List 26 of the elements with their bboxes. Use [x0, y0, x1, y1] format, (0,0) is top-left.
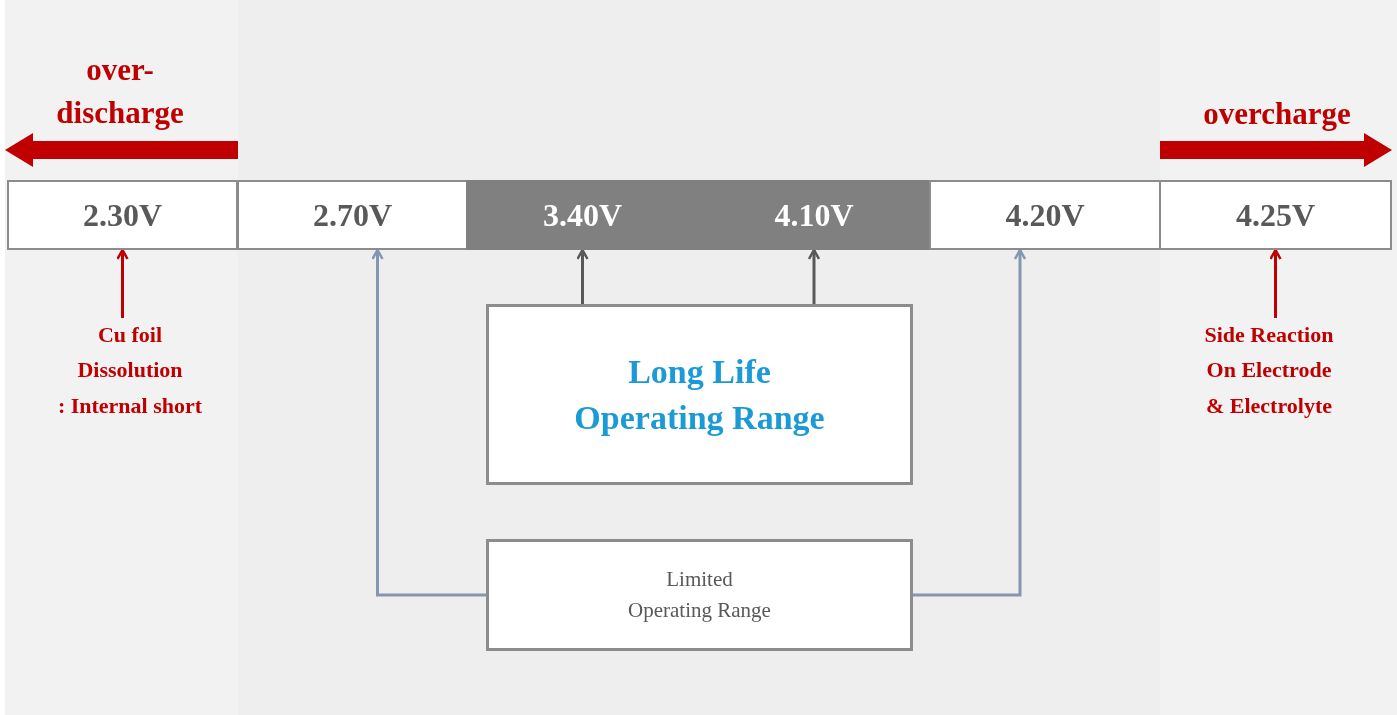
arrow: [576, 248, 589, 304]
voltage-cell: [7, 180, 238, 250]
voltage-cell: [237, 180, 468, 250]
range-heading: over- discharge: [55, 51, 185, 133]
arrow: [116, 248, 129, 318]
range-heading: overcharge: [1202, 95, 1352, 133]
range-label: Long Life Operating Range: [574, 351, 825, 438]
note-text: Side Reaction On Electrode & Electrolyte: [1168, 318, 1370, 422]
range-box: [486, 304, 913, 485]
voltage-label: 4.20V: [1005, 196, 1085, 234]
arrow: [807, 248, 821, 304]
arrow: [1269, 248, 1282, 318]
voltage-label: 4.10V: [774, 196, 854, 234]
voltage-cell: [697, 180, 931, 250]
range-box: [486, 539, 913, 651]
voltage-label: 3.40V: [542, 196, 623, 234]
arrow: [371, 248, 486, 597]
voltage-cell: [1159, 180, 1392, 250]
voltage-label: 2.30V: [82, 196, 163, 234]
note-text: Cu foil Dissolution : Internal short: [30, 318, 230, 422]
range-label: Limited Operating Range: [628, 565, 771, 624]
voltage-label: 4.25V: [1235, 196, 1316, 234]
voltage-cell: [929, 180, 1161, 250]
voltage-label: 2.70V: [312, 196, 393, 234]
arrow: [913, 248, 1027, 597]
voltage-cell: [466, 180, 699, 250]
